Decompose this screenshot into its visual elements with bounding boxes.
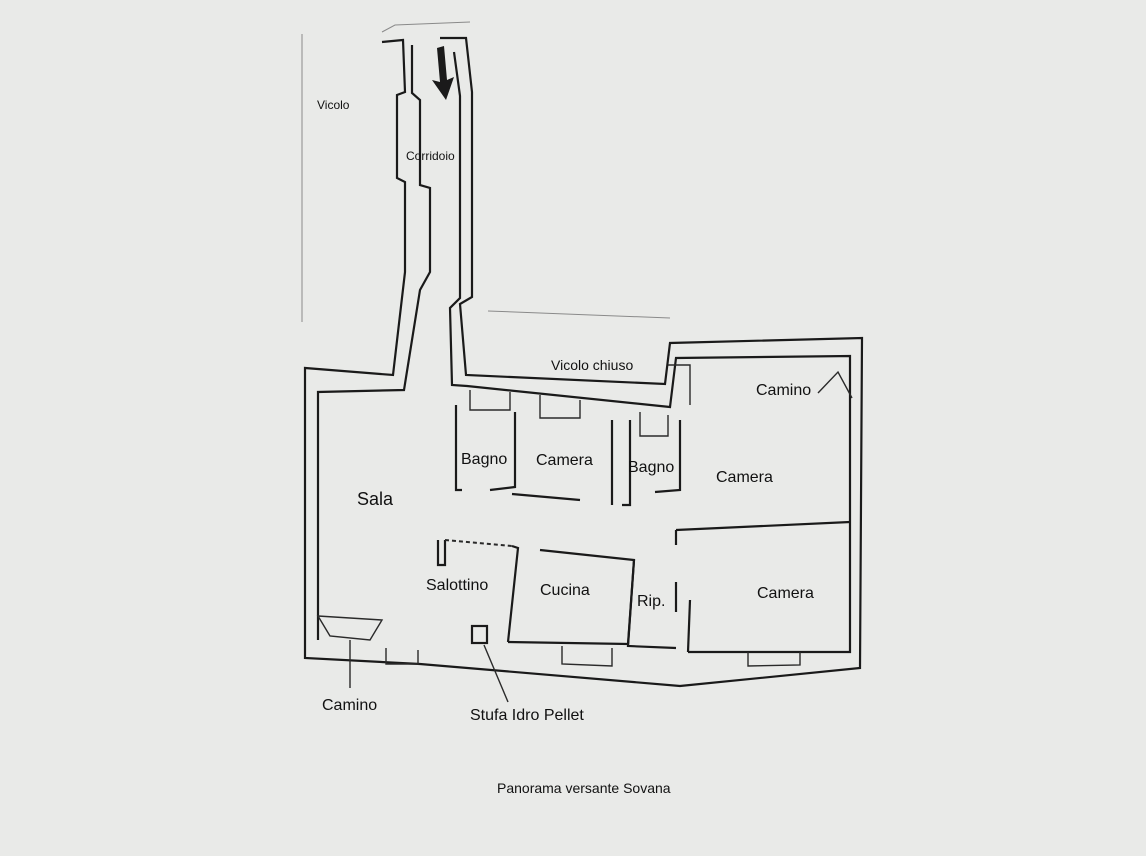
bagno-left-window — [469, 390, 511, 411]
camino-bottom-symbol — [316, 615, 384, 641]
salottino-dashed-opening — [444, 539, 513, 547]
label-camino-top: Camino — [756, 382, 811, 399]
bagno-left-partition — [489, 412, 517, 492]
cucina-window — [561, 646, 613, 667]
label-corridoio: Corridoio — [406, 149, 455, 163]
label-camera-bottom: Camera — [757, 585, 814, 602]
camera-bottom-window — [747, 652, 801, 667]
label-rip: Rip. — [637, 593, 665, 610]
label-camino-bottom: Camino — [322, 697, 377, 714]
camera-bottom-left-wall — [686, 599, 692, 653]
salottino-right-wall — [506, 544, 520, 643]
label-cucina: Cucina — [540, 582, 590, 599]
salottino-door-post — [436, 540, 447, 567]
camera-mid-bottom-wall — [511, 492, 581, 502]
label-bagno-left: Bagno — [461, 451, 507, 468]
right-inner-wall — [448, 51, 852, 654]
vicolo-chiuso-boundary-line — [487, 310, 671, 319]
camera-separator-wall — [675, 520, 851, 532]
label-vicolo-chiuso: Vicolo chiuso — [551, 357, 633, 373]
label-stufa: Stufa Idro Pellet — [470, 707, 584, 724]
bagno-right-wall — [622, 420, 632, 507]
label-camera-mid: Camera — [536, 452, 593, 469]
camino-top-symbol — [817, 370, 853, 399]
bagno-right-window — [639, 412, 669, 437]
label-salottino: Salottino — [426, 577, 488, 594]
rip-wall — [626, 559, 677, 650]
outer-wall — [303, 36, 864, 688]
camera-right-door — [668, 364, 691, 405]
stufa-leader-line — [483, 644, 509, 703]
bagno-right-partition — [654, 420, 682, 494]
stufa-symbol — [470, 624, 489, 645]
sala-window — [385, 648, 419, 665]
label-vicolo: Vicolo — [317, 98, 350, 112]
bagno-left-wall — [454, 405, 462, 492]
label-bagno-right: Bagno — [628, 459, 674, 476]
corridor-inner-wall — [316, 45, 432, 640]
camera-mid-window — [539, 395, 581, 419]
arrow-down-icon — [432, 46, 454, 100]
label-sala: Sala — [357, 489, 394, 509]
label-footer: Panorama versante Sovana — [497, 780, 671, 796]
label-camera-right: Camera — [716, 469, 773, 486]
top-boundary-line — [381, 21, 471, 33]
